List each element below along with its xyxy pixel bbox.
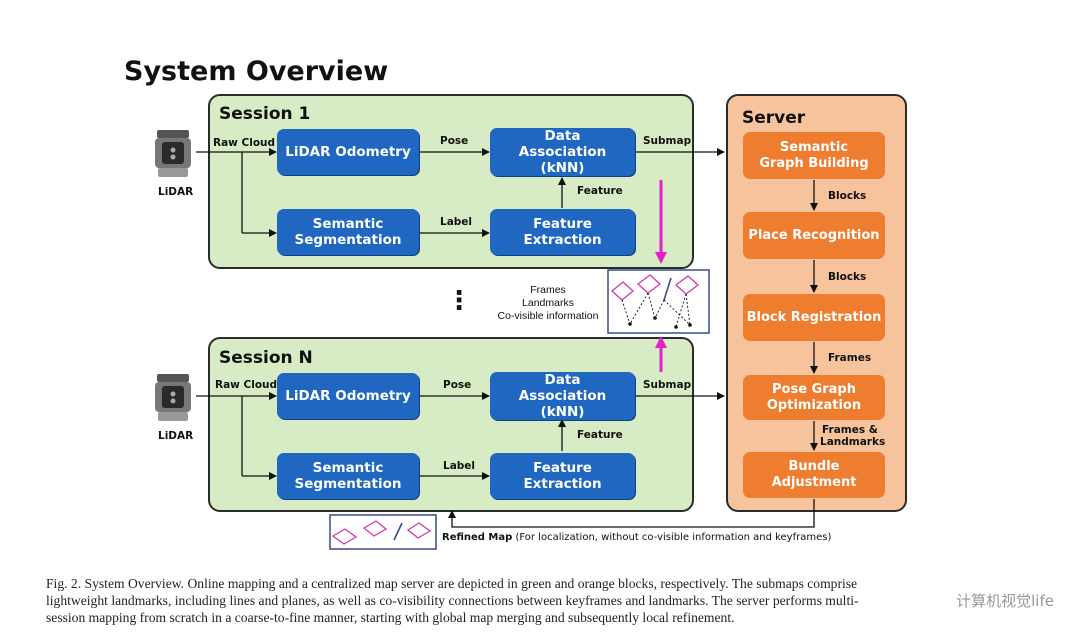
submap-label-1: Submap	[643, 135, 692, 147]
feature-extraction-module-1: Feature Extraction	[490, 209, 635, 255]
raw-cloud-label-1: Raw Cloud	[213, 137, 276, 149]
label-label-1: Label	[440, 216, 473, 228]
lidar-sensor-graphic-n	[155, 374, 191, 421]
lidar-label-n: LiDAR	[158, 430, 194, 442]
feature-extraction-module-n: Feature Extraction	[490, 453, 635, 499]
session-1-title: Session 1	[219, 104, 311, 124]
feature-label-n: Feature	[577, 429, 623, 441]
raw-cloud-label-n: Raw Cloud	[215, 379, 278, 391]
landmarks-text: Landmarks	[522, 297, 574, 309]
block-registration-module: Block Registration	[743, 294, 885, 341]
refined-map-caption: Refined Map (For localization, without c…	[442, 532, 831, 543]
server-title: Server	[742, 108, 806, 128]
semantic-segmentation-module-n: Semantic Segmentation	[277, 453, 419, 499]
blocks-label-2: Blocks	[828, 271, 867, 283]
caption-line-3: session mapping from scratch in a coarse…	[46, 610, 735, 625]
lidar-label-1: LiDAR	[158, 186, 194, 198]
place-recognition-module: Place Recognition	[743, 212, 885, 259]
caption-line-2: lightweight landmarks, including lines a…	[46, 593, 859, 608]
lidar-odometry-module-1: LiDAR Odometry	[277, 129, 419, 175]
label-label-n: Label	[443, 460, 476, 472]
caption-line-1: Fig. 2. System Overview. Online mapping …	[46, 576, 858, 591]
figure-caption: Fig. 2. System Overview. Online mapping …	[46, 575, 1046, 626]
refined-map-note: (For localization, without co-visible in…	[512, 532, 832, 543]
frames-landmarks-label: Frames & Landmarks	[820, 424, 886, 448]
feature-label-1: Feature	[577, 185, 623, 197]
lidar-sensor-graphic-1	[155, 130, 191, 177]
covisible-text: Co-visible information	[497, 310, 599, 322]
frames-label: Frames	[828, 352, 872, 364]
ellipsis-dots: ⋮	[446, 286, 472, 316]
data-association-module-n: Data Association (kNN)	[490, 372, 635, 420]
pose-label-1: Pose	[440, 135, 469, 147]
refined-map-title: Refined Map	[442, 532, 513, 543]
bundle-adjustment-module: Bundle Adjustment	[743, 452, 885, 498]
session-n-title: Session N	[219, 348, 313, 368]
page-title: System Overview	[124, 56, 389, 87]
pose-label-n: Pose	[443, 379, 472, 391]
submap-contents-caption: Frames Landmarks Co-visible information	[486, 284, 610, 323]
semantic-segmentation-module-1: Semantic Segmentation	[277, 209, 419, 255]
semantic-graph-building-module: Semantic Graph Building	[743, 132, 885, 179]
watermark-text: 计算机视觉life	[956, 592, 1054, 610]
data-association-module-1: Data Association (kNN)	[490, 128, 635, 176]
blocks-label-1: Blocks	[828, 190, 867, 202]
submap-label-n: Submap	[643, 379, 692, 391]
lidar-odometry-module-n: LiDAR Odometry	[277, 373, 419, 419]
frames-text: Frames	[530, 284, 566, 296]
pose-graph-optimization-module: Pose Graph Optimization	[743, 375, 885, 420]
